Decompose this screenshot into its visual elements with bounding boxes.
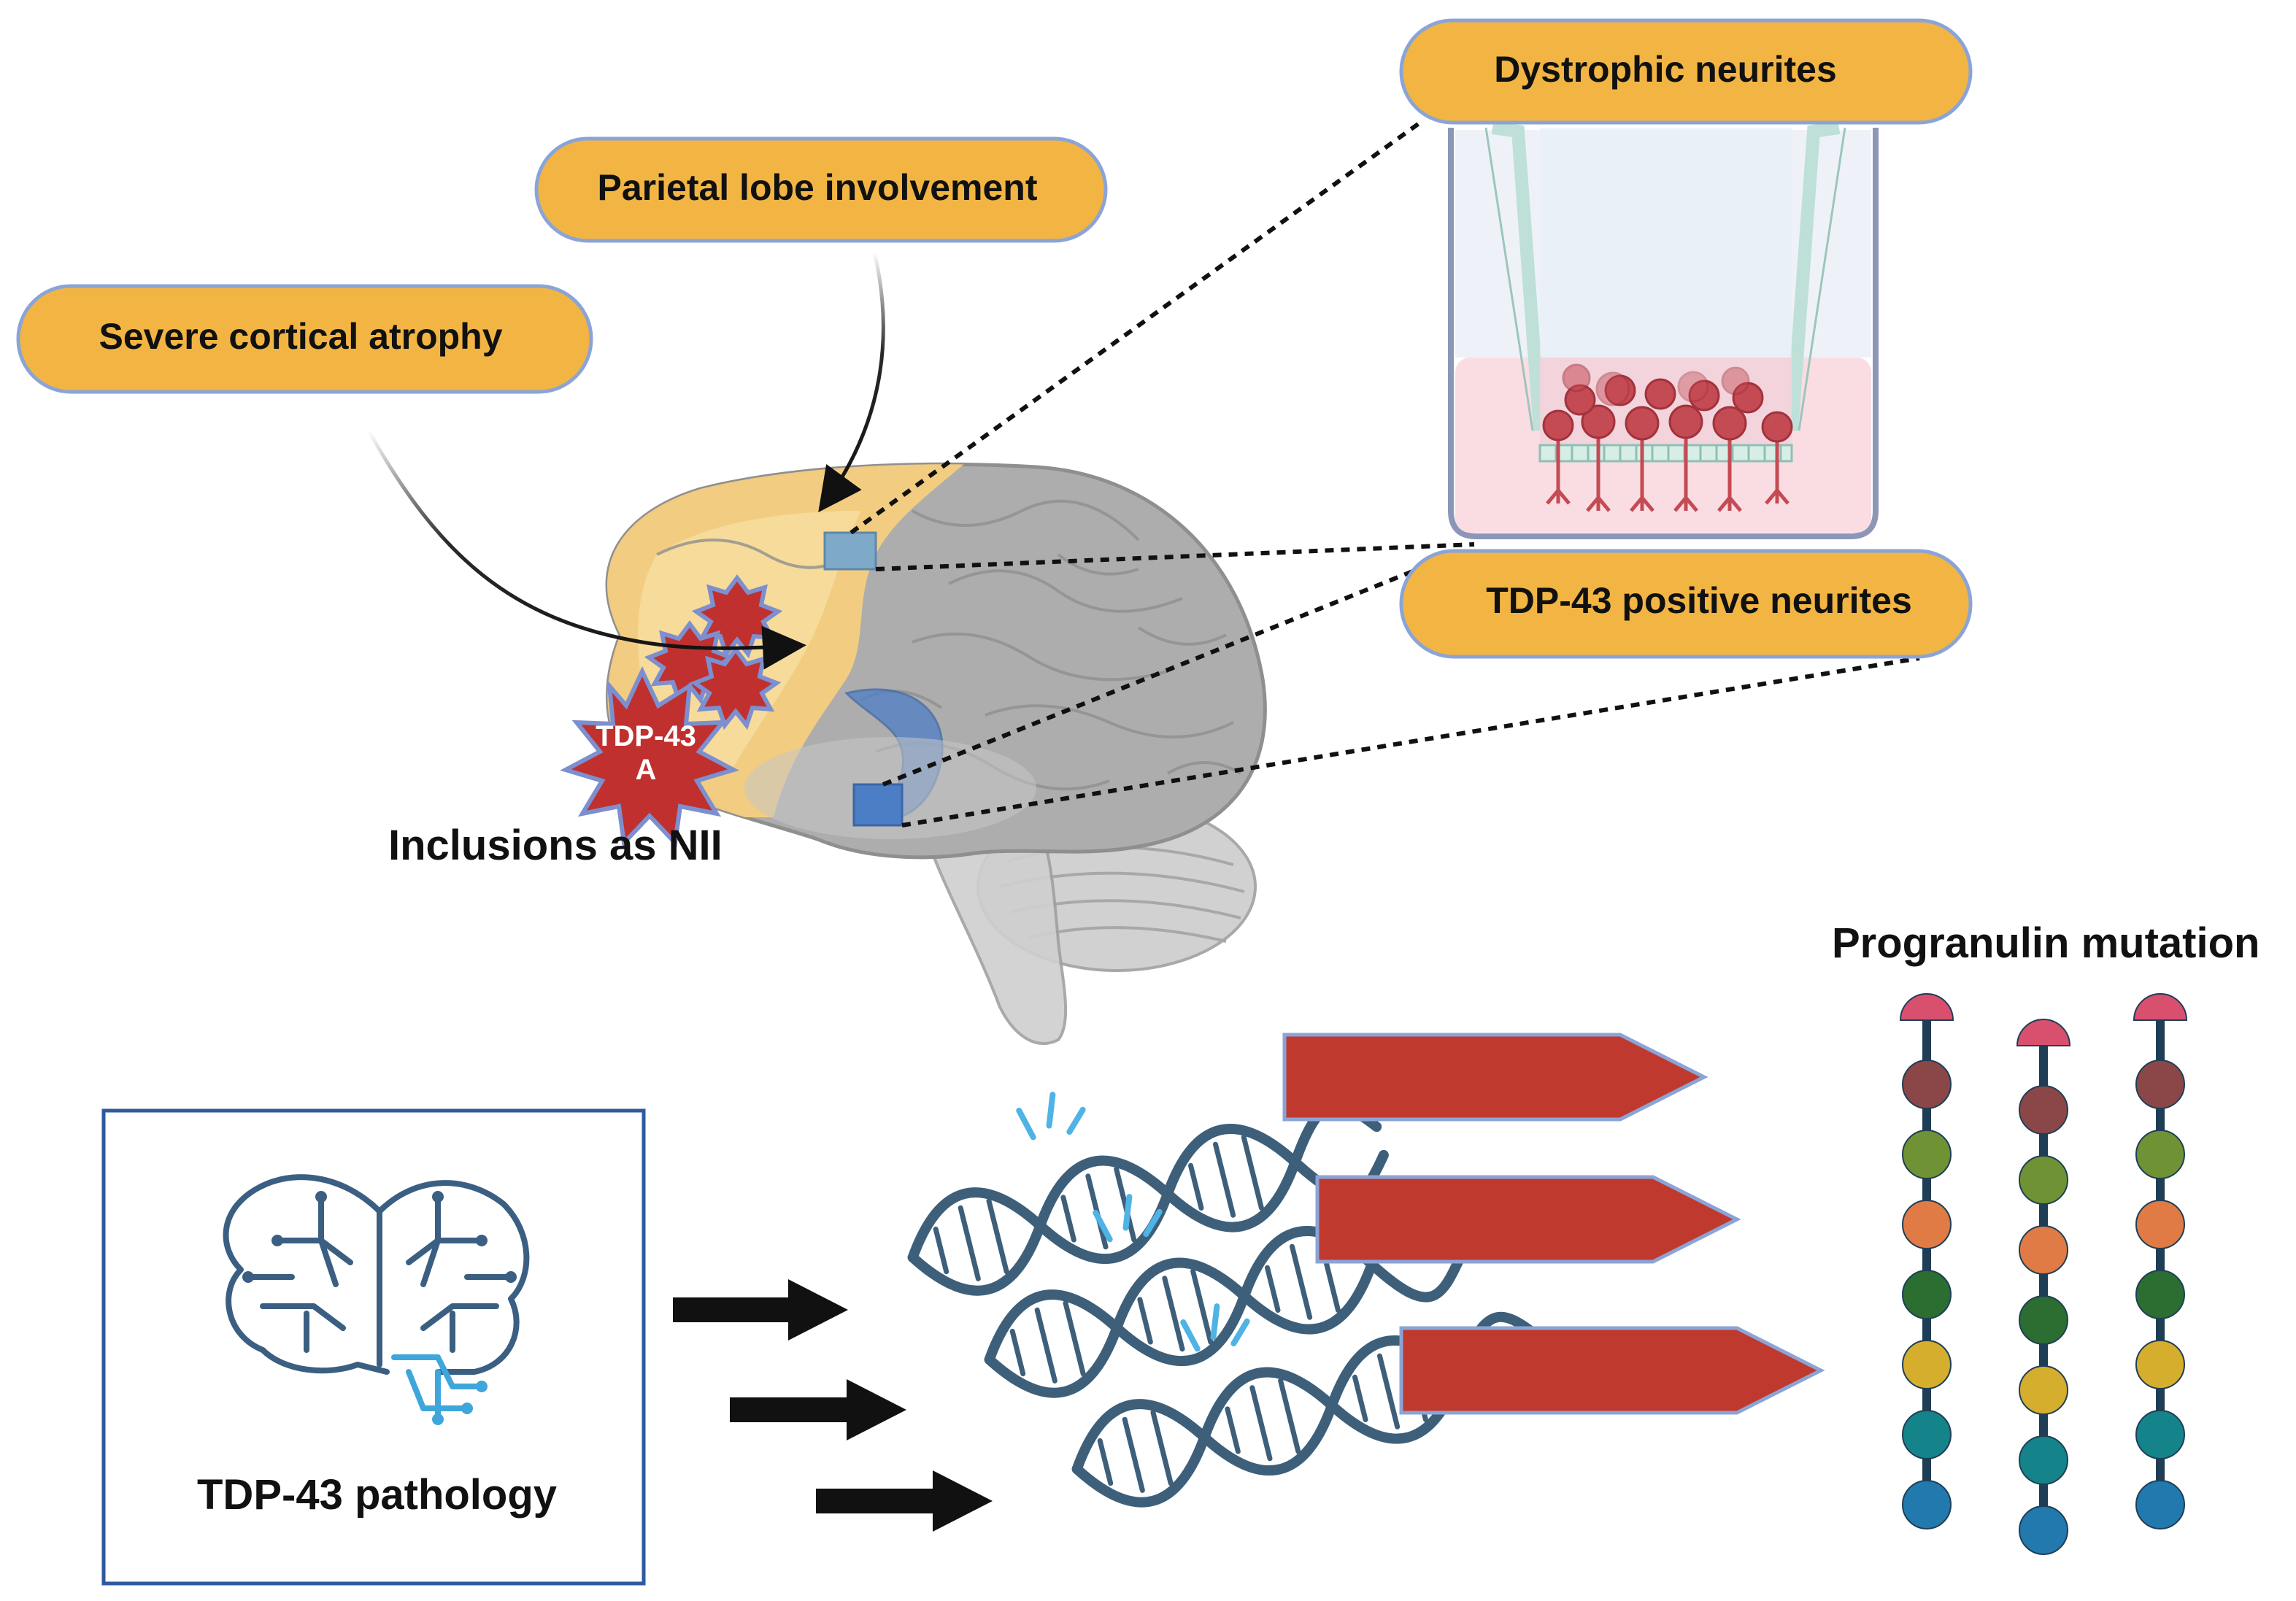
transwell-culture-icon	[1448, 121, 1879, 539]
chain-bead	[1902, 1410, 1952, 1459]
hippocampal-sample-box	[852, 783, 904, 827]
black-arrows	[673, 1279, 993, 1532]
chain-bead	[2135, 1410, 2185, 1459]
chain-bead	[2019, 1085, 2068, 1135]
black-arrow-3	[816, 1470, 993, 1532]
chain-bead	[1902, 1060, 1952, 1109]
chain-bead	[2135, 1130, 2185, 1179]
red-arrow-1	[1282, 1033, 1708, 1122]
red-arrows	[1282, 1033, 1825, 1415]
label-cortical-atrophy: Severe cortical atrophy	[16, 284, 593, 394]
pill-parietal-text: Parietal lobe involvement	[598, 167, 1038, 208]
pathology-panel: TDP-43 pathology	[101, 1108, 646, 1586]
parietal-sample-box	[823, 531, 877, 571]
pill-parietal	[534, 136, 1108, 243]
pill-tdp43	[1399, 549, 1973, 659]
brainstem	[925, 838, 1068, 1045]
bead-chain-icon	[2133, 993, 2188, 1529]
chain-bead	[2019, 1295, 2068, 1345]
chain-bead	[2019, 1435, 2068, 1485]
connector-parietal-to-transwell-bottom	[875, 542, 1475, 571]
chain-bead	[1902, 1480, 1952, 1529]
black-arrow-2	[730, 1379, 906, 1440]
atrophy-arrow	[366, 429, 806, 670]
connector-parietal-to-transwell-top	[850, 118, 1425, 535]
connector-hippocampus-to-neurites-bottom	[901, 656, 1920, 827]
well-outer	[1448, 128, 1879, 539]
chain-bead	[2135, 1200, 2185, 1249]
black-arrow-1	[673, 1279, 848, 1340]
dotted-connectors	[850, 118, 1920, 827]
label-dystrophic-neurites: Dystrophic neurites	[1399, 18, 1973, 125]
pathology-frame	[101, 1108, 646, 1586]
red-arrow-2	[1315, 1175, 1741, 1264]
neuron-cells	[1542, 363, 1793, 512]
chain-bead	[1902, 1200, 1952, 1249]
chain-bead	[2135, 1270, 2185, 1319]
circuit-brain-icon	[223, 1174, 530, 1425]
chain-bead	[2135, 1060, 2185, 1109]
pill-dystrophic-text: Dystrophic neurites	[1494, 49, 1837, 90]
chain-bead	[2135, 1480, 2185, 1529]
dna-helix-icon	[984, 1194, 1465, 1398]
progranulin-label: Progranulin mutation	[1832, 919, 2260, 967]
bead-chain-icon	[2016, 1019, 2071, 1555]
pill-tdp43-text: TDP-43 positive neurites	[1486, 580, 1912, 621]
bead-chain-group	[1899, 993, 2188, 1555]
chain-cap	[2016, 1019, 2071, 1046]
bead-chain-icon	[1899, 993, 1954, 1529]
parietal-arrow	[818, 251, 885, 513]
chain-cap	[2133, 993, 2188, 1021]
chain-bead	[2019, 1365, 2068, 1415]
chain-bead	[2135, 1340, 2185, 1389]
insert-membrane	[1538, 444, 1793, 463]
pill-atrophy	[16, 284, 593, 394]
pill-atrophy-text: Severe cortical atrophy	[99, 316, 502, 357]
chain-bead	[2019, 1155, 2068, 1205]
chain-bead	[1902, 1130, 1952, 1179]
lesion-star-3	[690, 646, 782, 730]
insert-wall-edges	[1484, 127, 1846, 431]
lesion-star-large	[560, 666, 739, 848]
chain-bead	[2019, 1225, 2068, 1275]
pathology-label: TDP-43 pathology	[197, 1471, 557, 1519]
pill-dystrophic	[1399, 18, 1973, 125]
chain-bead	[2019, 1505, 2068, 1555]
chain-cap	[1899, 993, 1954, 1021]
chain-bead	[1902, 1270, 1952, 1319]
connector-hippocampus-to-neurites-top	[882, 549, 1465, 787]
insert-walls	[1491, 121, 1841, 431]
label-parietal-lobe: Parietal lobe involvement	[534, 136, 1108, 243]
star-label-line1: TDP-43	[596, 720, 696, 752]
label-tdp43-neurites: TDP-43 positive neurites	[1399, 549, 1973, 659]
chain-bead	[1902, 1340, 1952, 1389]
inclusions-label: Inclusions as NII	[388, 822, 723, 869]
star-label-line2: A	[636, 754, 657, 786]
red-arrow-3	[1399, 1326, 1825, 1415]
inclusion-lesions: TDP-43 A	[560, 574, 783, 848]
